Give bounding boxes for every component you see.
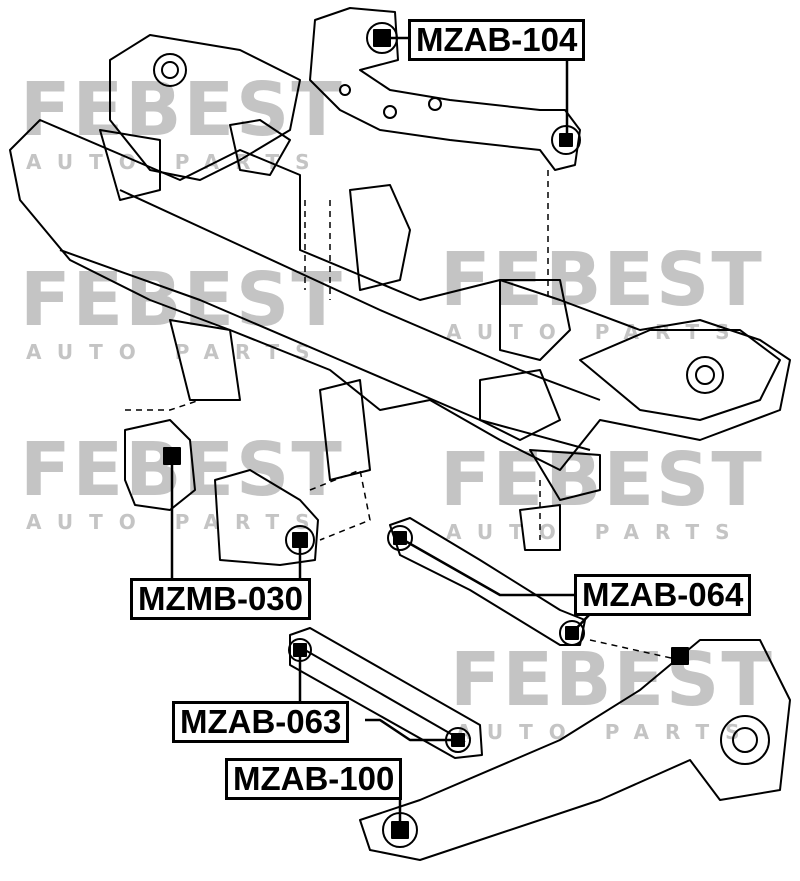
- watermark-tagline: AUTO PARTS: [26, 510, 326, 534]
- watermark-tagline: AUTO PARTS: [456, 720, 756, 744]
- watermark-brand: FEBEST: [440, 237, 764, 323]
- lateral-link-064: [387, 517, 586, 646]
- part-label-mzmb-030[interactable]: MZMB-030: [130, 578, 312, 620]
- watermark-brand: FEBEST: [20, 427, 344, 513]
- part-label-mzab-100[interactable]: MZAB-100: [225, 758, 403, 800]
- engine-mount: [124, 419, 561, 566]
- watermark-brand: FEBEST: [450, 637, 774, 723]
- watermark-tagline: AUTO PARTS: [26, 150, 326, 174]
- upper-control-arm: [309, 7, 581, 171]
- part-label-mzab-064[interactable]: MZAB-064: [574, 574, 752, 616]
- lateral-link-063: [288, 627, 483, 759]
- watermark-brand: FEBEST: [20, 67, 344, 153]
- trailing-arm-knuckle: [359, 639, 791, 861]
- part-label-mzab-104[interactable]: MZAB-104: [408, 19, 586, 61]
- subframe: [9, 34, 791, 501]
- leader-lines: [170, 36, 591, 830]
- part-label-mzab-063[interactable]: MZAB-063: [172, 701, 350, 743]
- assembly-guides: [125, 170, 681, 661]
- watermark-tagline: AUTO PARTS: [26, 340, 326, 364]
- watermark-tagline: AUTO PARTS: [446, 520, 746, 544]
- watermark-tagline: AUTO PARTS: [446, 320, 746, 344]
- watermark-brand: FEBEST: [20, 257, 344, 343]
